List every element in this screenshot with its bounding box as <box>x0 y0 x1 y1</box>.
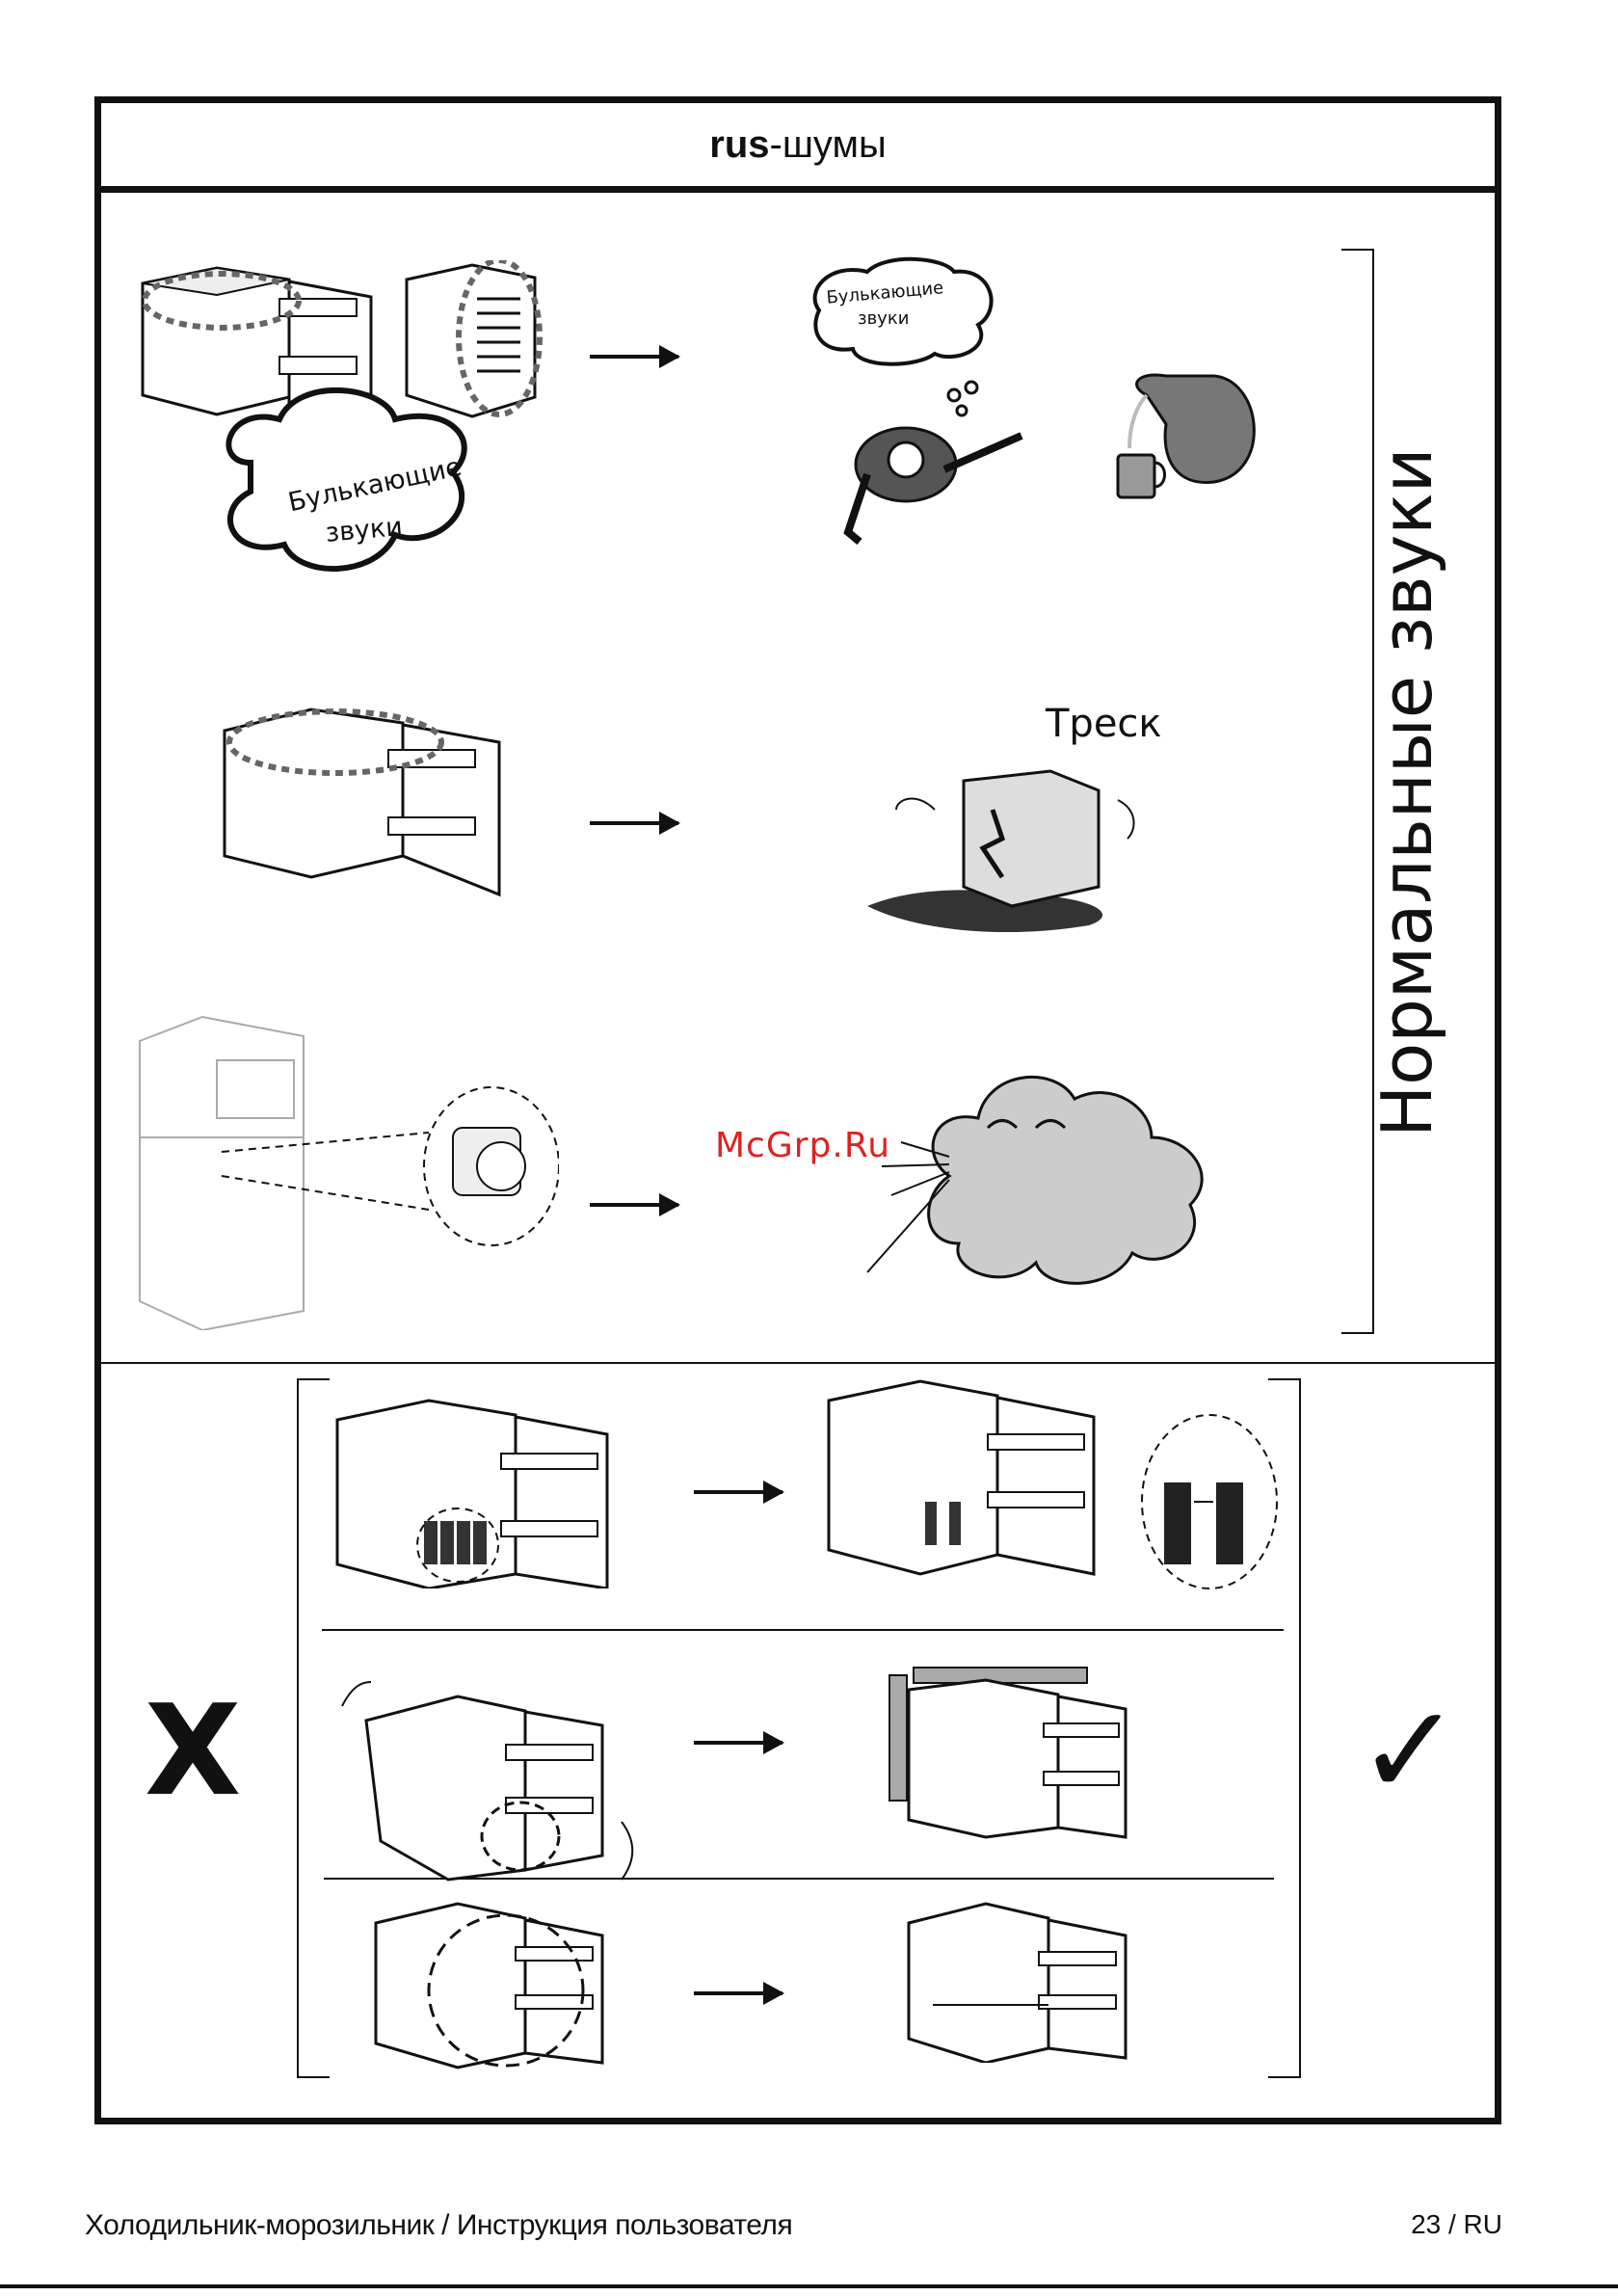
page-bottom-edge <box>0 2284 1618 2288</box>
watermark: McGrp.Ru <box>715 1126 890 1165</box>
normal-sounds-label: Нормальные звуки <box>1366 448 1447 1138</box>
fridge-door-correct-illustration <box>904 1899 1135 2063</box>
fridge-unlevel-illustration <box>332 1677 650 1889</box>
header-title: -шумы <box>770 123 887 167</box>
arrow-row1 <box>590 355 678 359</box>
row-divider-1 <box>322 1629 1284 1631</box>
section-divider <box>101 1362 1495 1364</box>
page-header: rus-шумы <box>101 103 1495 193</box>
fridge-door-problem-illustration <box>371 1899 622 2072</box>
comparison-bracket-left <box>297 1378 330 2078</box>
ice-cube-illustration <box>858 752 1147 945</box>
arrow-row3 <box>590 1203 678 1207</box>
fridge-fan-illustration <box>135 1012 559 1330</box>
arrow-bottom-row2 <box>694 1741 782 1745</box>
diver-bubble-line2: звуки <box>858 308 909 329</box>
arrow-bottom-row3 <box>694 1991 782 1995</box>
footer-page-number: 23 / RU <box>1411 2209 1502 2240</box>
crack-label: Треск <box>1046 702 1162 746</box>
arrow-row2 <box>590 821 678 825</box>
fridge-spaced-bottles-illustration <box>824 1376 1286 1617</box>
header-lang-prefix: rus <box>709 123 769 167</box>
footer-document-title: Холодильник-морозильник / Инструкция пол… <box>85 2209 792 2242</box>
fridge-leveled-illustration <box>885 1666 1135 1839</box>
pitcher-illustration <box>1108 366 1282 530</box>
arrow-bottom-row1 <box>694 1490 782 1494</box>
fridge-cracking-illustration <box>220 702 509 914</box>
correct-mark: ✓ <box>1357 1677 1462 1824</box>
fridge-evaporator-illustration: Булькающие звуки <box>135 260 588 617</box>
diver-illustration: Булькающие звуки <box>800 253 1050 561</box>
blowing-cloud-illustration <box>862 1051 1229 1301</box>
wrong-mark: X <box>145 1677 241 1824</box>
fridge-crowded-bottles-illustration <box>332 1396 622 1589</box>
